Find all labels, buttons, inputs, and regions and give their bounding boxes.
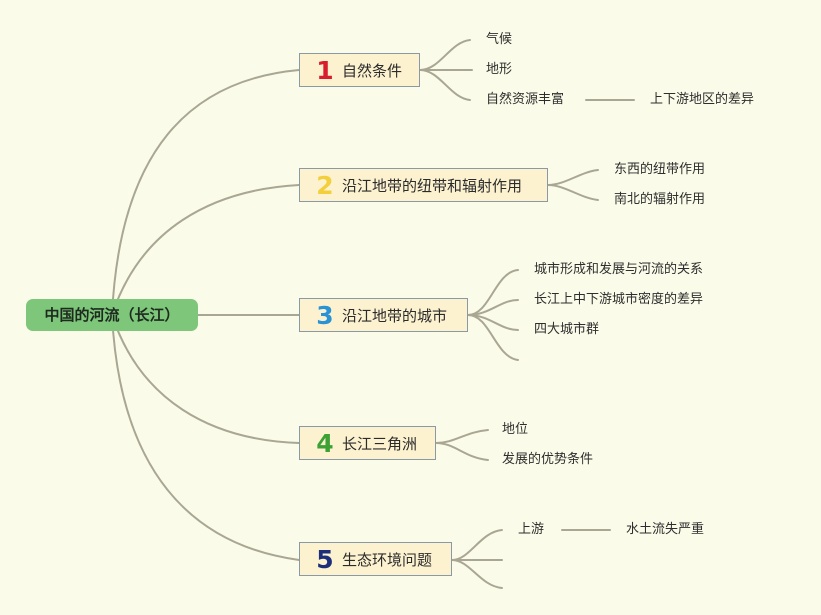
- branch-number-2: 2: [316, 170, 334, 200]
- root-node[interactable]: 中国的河流（长江）: [26, 299, 198, 331]
- connector-b1-c3: [419, 69, 471, 101]
- leaf-b4-c2[interactable]: 发展的优势条件: [502, 452, 594, 467]
- connector-root-branch-2: [111, 184, 300, 316]
- branch-node-4[interactable]: 4 长江三角洲: [299, 426, 436, 460]
- branch-label-2: 沿江地带的纽带和辐射作用: [342, 176, 523, 195]
- leaf-b1-c1[interactable]: 气候: [486, 32, 513, 47]
- connector-b5-c1: [451, 529, 503, 561]
- branch-number-5: 5: [316, 544, 334, 574]
- branch-number-4: 4: [316, 428, 334, 458]
- branch-node-3[interactable]: 3 沿江地带的城市: [299, 298, 468, 332]
- leaf-b3-c1[interactable]: 城市形成和发展与河流的关系: [534, 262, 704, 277]
- branch-label-3: 沿江地带的城市: [342, 306, 448, 325]
- leaf-b1-c3[interactable]: 自然资源丰富: [486, 92, 565, 107]
- connector-b2-c1: [547, 169, 599, 186]
- branch-node-5[interactable]: 5 生态环境问题: [299, 542, 452, 576]
- connector-root-branch-1: [111, 69, 300, 316]
- leaf-b1-c2[interactable]: 地形: [486, 62, 513, 77]
- branch-node-2[interactable]: 2 沿江地带的纽带和辐射作用: [299, 168, 548, 202]
- connector-b2-c2: [547, 184, 599, 201]
- branch-number-1: 1: [316, 55, 334, 85]
- leaf-b2-c2[interactable]: 南北的辐射作用: [614, 192, 706, 207]
- connector-root-branch-4: [111, 314, 300, 444]
- leaf-b5-c1[interactable]: 上游: [518, 522, 545, 537]
- leaf-b3-c3[interactable]: 四大城市群: [534, 322, 600, 337]
- connector-b4-c1: [435, 429, 489, 444]
- leaf-b4-c1[interactable]: 地位: [502, 422, 529, 437]
- connector-root-branch-5: [111, 314, 300, 561]
- connector-b5-c3: [451, 559, 503, 589]
- connector-b4-c2: [435, 442, 489, 461]
- branch-number-3: 3: [316, 300, 334, 330]
- leaf-b3-c2[interactable]: 长江上中下游城市密度的差异: [534, 292, 704, 307]
- branch-node-1[interactable]: 1 自然条件: [299, 53, 420, 87]
- branch-label-4: 长江三角洲: [342, 434, 418, 453]
- branch-label-1: 自然条件: [342, 61, 403, 80]
- connector-b3-c4: [467, 314, 519, 361]
- leaf-b5-c1-child[interactable]: 水土流失严重: [626, 522, 705, 537]
- connector-b1-c1: [419, 39, 471, 71]
- branch-label-5: 生态环境问题: [342, 550, 433, 569]
- leaf-b1-c3-child[interactable]: 上下游地区的差异: [650, 92, 755, 107]
- leaf-b2-c1[interactable]: 东西的纽带作用: [614, 162, 706, 177]
